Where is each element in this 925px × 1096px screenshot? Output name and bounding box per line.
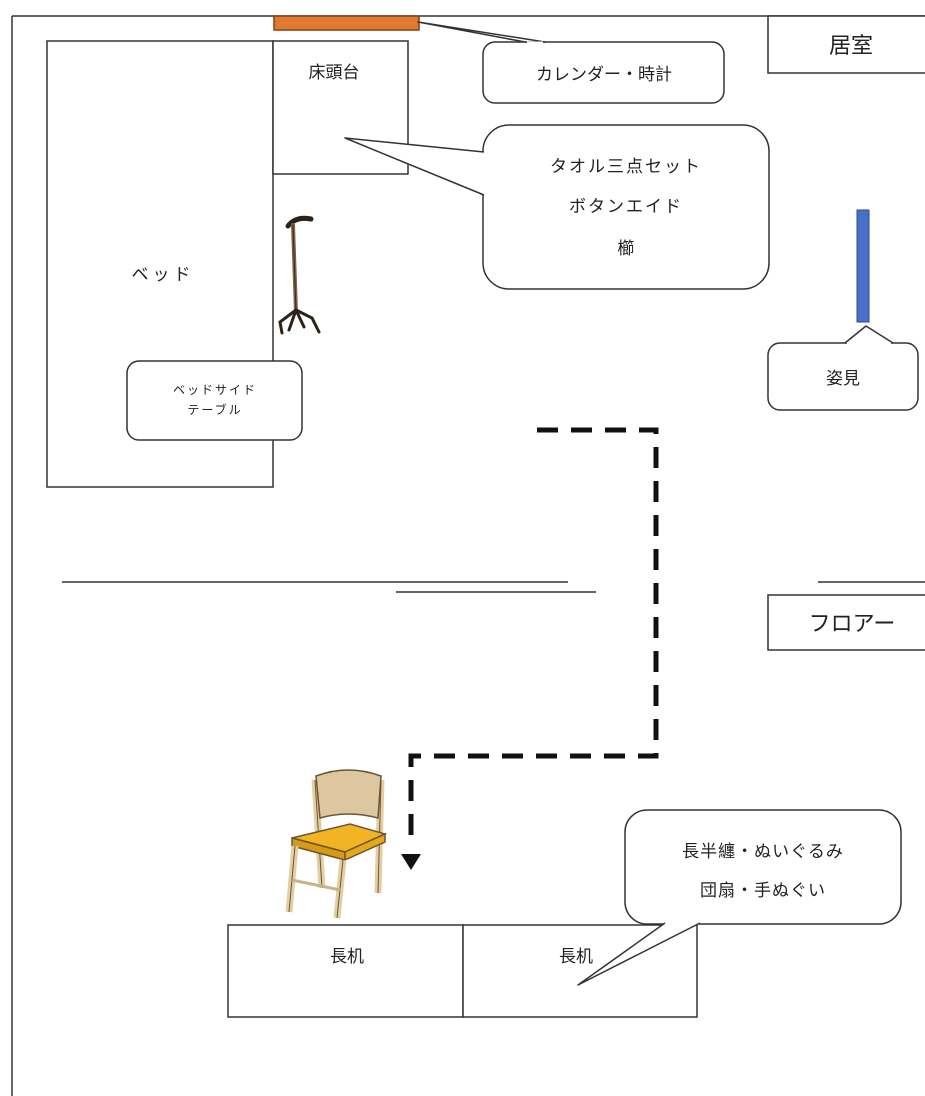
callout-mirror: 姿見	[767, 325, 919, 411]
bedside-table-label-line2: テーブル	[187, 402, 242, 417]
floor-label-box: フロアー	[767, 594, 925, 651]
floor-label: フロアー	[809, 612, 896, 637]
callout-desk-items: 長半纏・ぬいぐるみ 団扇・手ぬぐい	[577, 809, 902, 986]
room-label-box: 居室	[767, 15, 925, 74]
desk-item-line2: 団扇・手ぬぐい	[700, 881, 826, 901]
arrow-down-icon	[401, 854, 421, 870]
long-desk-left: 長机	[227, 924, 464, 1018]
quad-cane-icon	[278, 215, 321, 335]
desk-item-line1: 長半纏・ぬいぐるみ	[682, 842, 844, 862]
bed-label: ベッド	[132, 265, 195, 285]
bedside-table: ベッドサイド テーブル	[126, 360, 303, 441]
callout-cabinet-items: タオル三点セット ボタンエイド 櫛	[344, 124, 770, 290]
bedside-table-label-line1: ベッドサイド	[173, 383, 257, 397]
walking-route	[401, 427, 659, 870]
cabinet-item-comb: 櫛	[618, 239, 635, 259]
partition-lines	[62, 581, 925, 593]
chair-icon	[285, 769, 388, 919]
cabinet-item-towel-set: タオル三点セット	[550, 157, 702, 177]
long-desk-left-label: 長机	[330, 947, 364, 967]
room-label: 居室	[829, 34, 873, 59]
long-desk-right-label: 長机	[559, 947, 593, 967]
bedside-cabinet-label: 床頭台	[309, 63, 360, 83]
mirror-bar	[856, 209, 870, 323]
callout-calendar-clock-text: カレンダー・時計	[536, 65, 672, 85]
calendar-bar	[273, 15, 420, 31]
callout-calendar-clock: カレンダー・時計	[417, 21, 725, 104]
cabinet-item-button-aid: ボタンエイド	[569, 197, 683, 217]
mirror-label: 姿見	[826, 369, 860, 389]
